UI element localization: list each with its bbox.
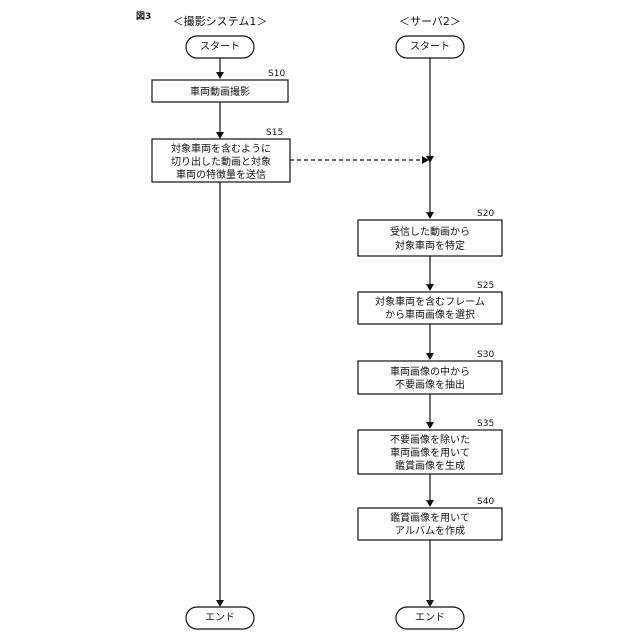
step-s30-line-1: 車両画像の中から bbox=[390, 365, 470, 378]
step-s35-line-1: 不要画像を除いた bbox=[390, 433, 470, 446]
step-s15-line-1: 対象車両を含むように bbox=[171, 142, 271, 155]
step-s25-line-1: 対象車両を含むフレーム bbox=[375, 295, 485, 308]
terminal-end-right-label: エンド bbox=[415, 613, 445, 624]
arrowhead-icon bbox=[216, 132, 224, 139]
step-s30-id: S30 bbox=[477, 350, 494, 360]
step-s20-id: S20 bbox=[477, 209, 494, 219]
arrowhead-icon bbox=[426, 600, 434, 607]
lane-title-imaging-system: ＜撮影システム1＞ bbox=[173, 14, 268, 28]
step-s25-id: S25 bbox=[477, 281, 494, 291]
figure-label: 図3 bbox=[136, 11, 151, 22]
terminal-start-left: スタート bbox=[186, 36, 254, 58]
step-s20-line-2: 対象車両を特定 bbox=[395, 239, 465, 252]
step-s40-id: S40 bbox=[477, 497, 494, 507]
terminal-start-right-label: スタート bbox=[410, 41, 450, 53]
step-s25-line-2: から車両画像を選択 bbox=[385, 308, 475, 321]
arrowhead-icon bbox=[426, 353, 434, 360]
step-s10-id: S10 bbox=[268, 69, 285, 79]
step-s35-line-2: 車両画像を用いて bbox=[390, 446, 470, 459]
arrowhead-icon bbox=[426, 500, 434, 507]
step-s40-line-1: 鑑賞画像を用いて bbox=[390, 511, 470, 524]
step-s35-line-3: 鑑賞画像を生成 bbox=[395, 459, 465, 472]
terminal-start-right: スタート bbox=[396, 36, 464, 58]
lane-title-server: ＜サーバ2＞ bbox=[399, 15, 461, 28]
step-s40-line-2: アルバムを作成 bbox=[395, 525, 465, 537]
arrowhead-icon bbox=[426, 284, 434, 291]
arrowhead-icon bbox=[216, 72, 224, 79]
terminal-end-left: エンド bbox=[186, 607, 254, 629]
terminal-end-right: エンド bbox=[396, 607, 464, 629]
step-s35-id: S35 bbox=[477, 419, 494, 429]
step-s10-line-1: 車両動画撮影 bbox=[190, 85, 250, 98]
step-s15-line-2: 切り出した動画と対象 bbox=[171, 155, 271, 168]
arrowhead-icon bbox=[426, 212, 434, 219]
terminal-start-left-label: スタート bbox=[200, 41, 240, 53]
terminal-end-left-label: エンド bbox=[205, 613, 235, 624]
arrowhead-icon bbox=[216, 600, 224, 607]
step-s20-line-1: 受信した動画から bbox=[390, 225, 470, 238]
step-s15-line-3: 車両の特徴量を送信 bbox=[176, 168, 266, 181]
step-s15-id: S15 bbox=[266, 128, 283, 138]
arrowhead-icon bbox=[426, 422, 434, 429]
step-s30-line-2: 不要画像を抽出 bbox=[395, 378, 465, 391]
